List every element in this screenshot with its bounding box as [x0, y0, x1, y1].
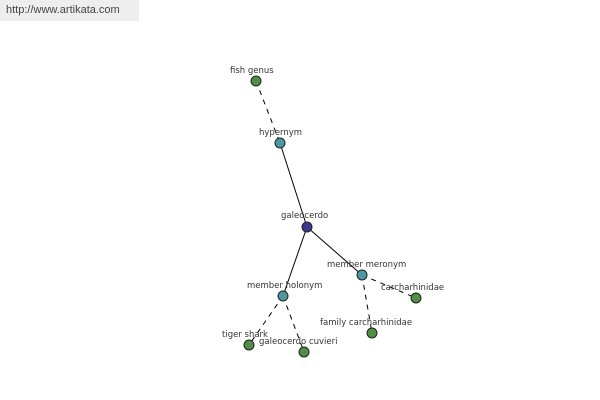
node-label-member-meronym[interactable]: member meronym: [327, 260, 406, 270]
node-family-carcharhinidae[interactable]: [366, 327, 378, 339]
nodes-layer: [243, 75, 422, 358]
edges-layer: [248, 80, 417, 353]
edge-galeocerdo-to-member-holonym: [282, 226, 308, 297]
node-label-tiger-shark[interactable]: tiger shark: [222, 330, 268, 340]
edge-hypernym-to-galeocerdo: [279, 142, 308, 228]
node-carcharhinidae[interactable]: [410, 292, 422, 304]
node-label-galeocerdo[interactable]: galeocerdo: [281, 211, 328, 221]
node-fish-genus[interactable]: [250, 75, 262, 87]
url-label[interactable]: http://www.artikata.com: [0, 0, 139, 21]
node-member-meronym[interactable]: [356, 269, 368, 281]
labels-layer: fish genus hypernym galeocerdo member meron…: [222, 66, 444, 347]
node-label-galeocerdo-cuvieri[interactable]: galeocerdo cuvieri: [259, 337, 337, 347]
node-galeocerdo-cuvieri[interactable]: [298, 346, 310, 358]
node-label-member-holonym[interactable]: member holonym: [247, 281, 322, 291]
node-label-hypernym[interactable]: hypernym: [259, 128, 302, 138]
node-galeocerdo[interactable]: [301, 221, 313, 233]
edge-fish-genus-to-hypernym: [255, 80, 281, 144]
node-hypernym[interactable]: [274, 137, 286, 149]
node-member-holonym[interactable]: [277, 290, 289, 302]
node-tiger-shark[interactable]: [243, 339, 255, 351]
node-label-carcharhinidae[interactable]: carcharhinidae: [381, 283, 444, 293]
node-label-family-carcharhinidae[interactable]: family carcharhinidae: [320, 318, 412, 328]
edge-galeocerdo-to-member-meronym: [306, 226, 363, 276]
node-label-fish-genus[interactable]: fish genus: [230, 66, 274, 76]
